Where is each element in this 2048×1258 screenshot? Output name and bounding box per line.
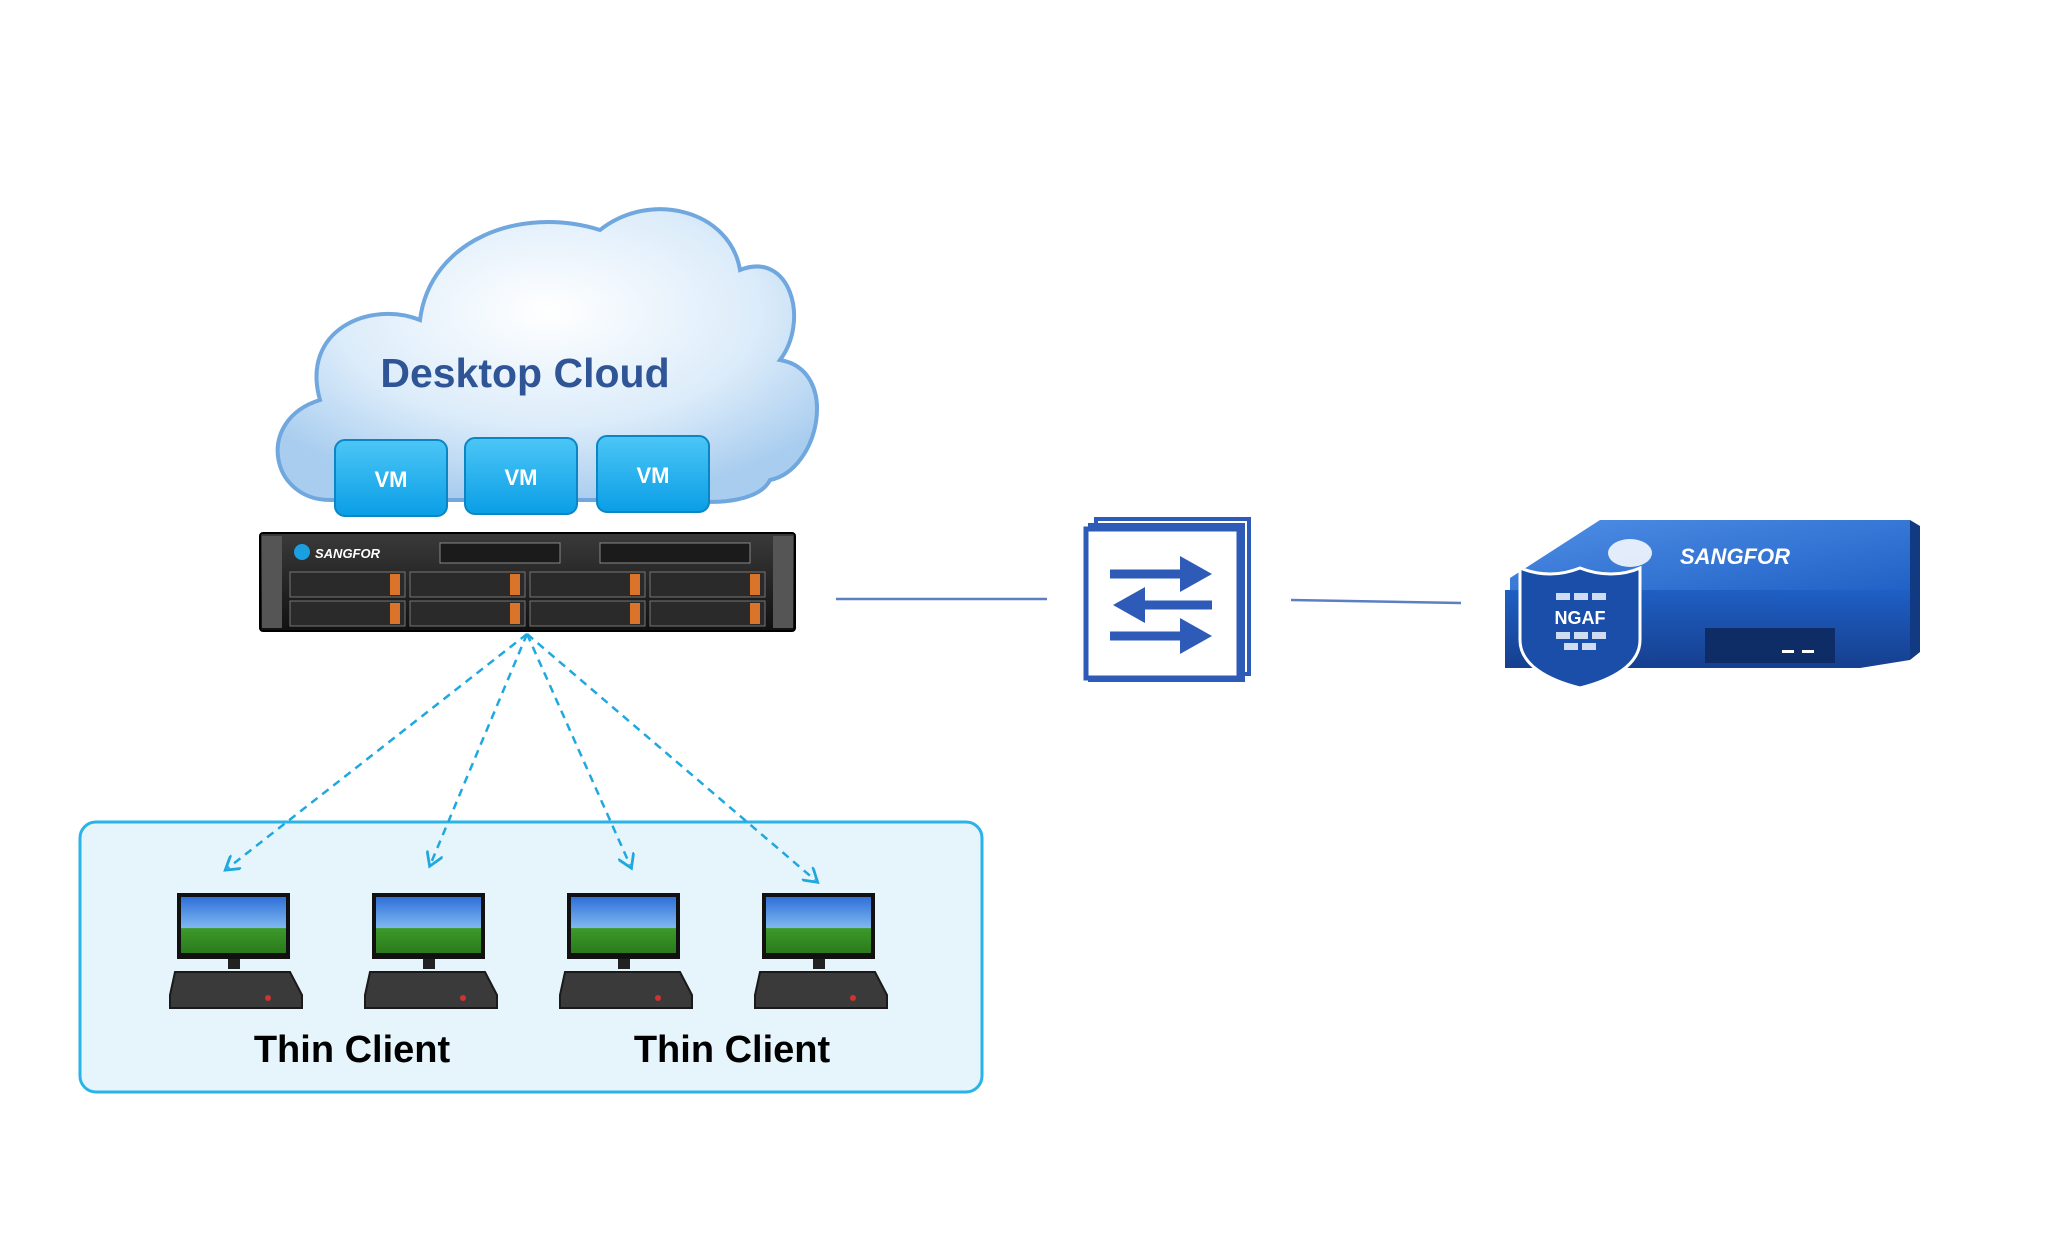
thin-client <box>754 893 888 1009</box>
ngaf-badge: NGAF <box>1555 608 1606 628</box>
thin-client <box>169 893 303 1009</box>
server-brand: SANGFOR <box>315 546 381 561</box>
link-switch-firewall <box>1290 598 1462 605</box>
network-switch <box>1083 517 1251 682</box>
desktop-cloud: Desktop Cloud <box>275 207 819 504</box>
vm-label: VM <box>375 467 408 492</box>
vm-group: VM VM VM <box>334 435 710 517</box>
connection-arrows <box>228 633 815 880</box>
vm-block: VM <box>334 439 448 517</box>
cloud-title: Desktop Cloud <box>380 350 669 396</box>
exchange-arrows-icon <box>1110 556 1212 654</box>
thin-client-label: Thin Client <box>254 1029 451 1071</box>
ngaf-firewall: SANGFOR NGAF <box>1505 520 1920 690</box>
thin-client <box>559 893 693 1009</box>
rack-server: SANGFOR <box>259 532 796 632</box>
vm-block: VM <box>464 437 578 515</box>
vm-label: VM <box>505 465 538 490</box>
firewall-brand: SANGFOR <box>1680 544 1790 569</box>
dashed-arrow <box>526 633 815 880</box>
shield-icon: NGAF <box>1518 565 1642 690</box>
thin-client-panel <box>78 820 984 1094</box>
sangfor-logo-icon <box>294 544 310 560</box>
thin-client-label: Thin Client <box>634 1029 831 1071</box>
vm-block: VM <box>596 435 710 513</box>
sangfor-logo-icon <box>1608 539 1652 567</box>
thin-client <box>364 893 498 1009</box>
vm-label: VM <box>637 463 670 488</box>
dashed-arrow <box>228 633 528 868</box>
dashed-arrow <box>525 633 630 865</box>
